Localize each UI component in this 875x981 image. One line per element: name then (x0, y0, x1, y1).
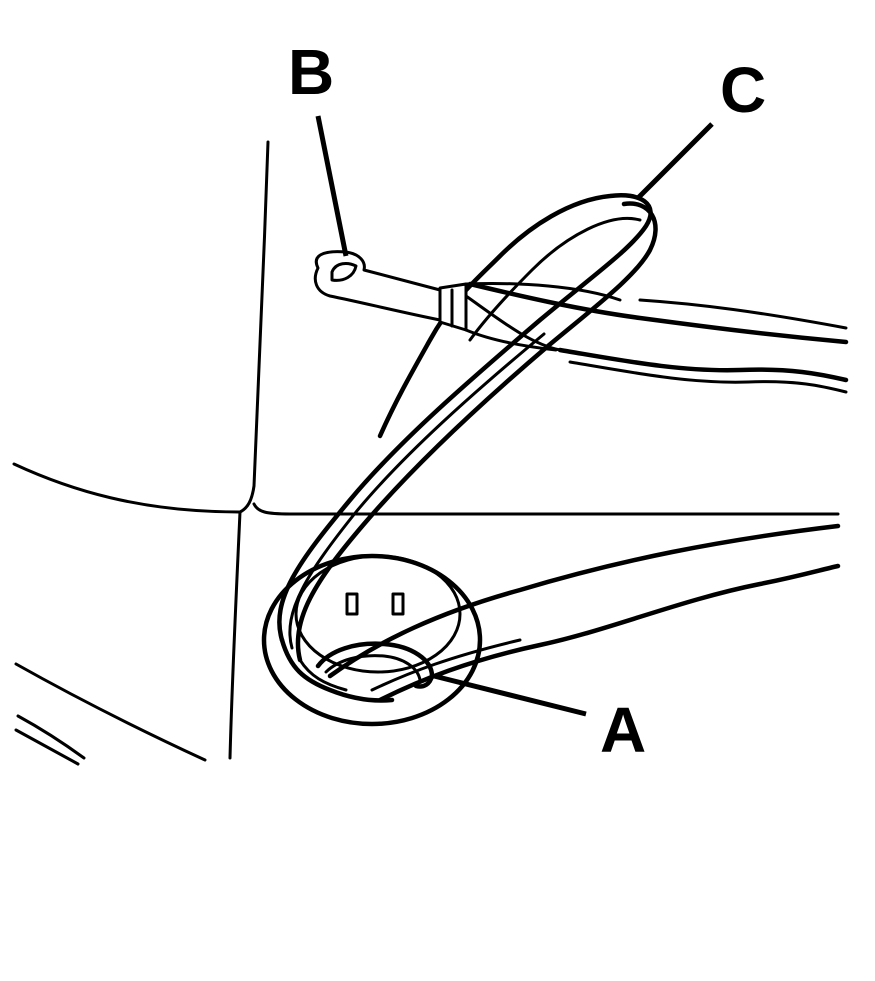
leader-line-b (315, 115, 349, 257)
tether-strap-upper (464, 281, 849, 394)
anchor-recess (261, 553, 483, 727)
leader-line-a (433, 673, 587, 717)
leader-line-c (636, 122, 714, 200)
body-panel-lines (12, 140, 840, 766)
strap-clip (313, 250, 622, 352)
leader-lines (315, 115, 714, 717)
tether-strap-lower (327, 523, 841, 703)
callout-label-b: B (288, 36, 334, 108)
callout-label-c: C (720, 54, 766, 126)
anchor-hook (315, 641, 435, 689)
callout-label-a: A (600, 694, 646, 766)
